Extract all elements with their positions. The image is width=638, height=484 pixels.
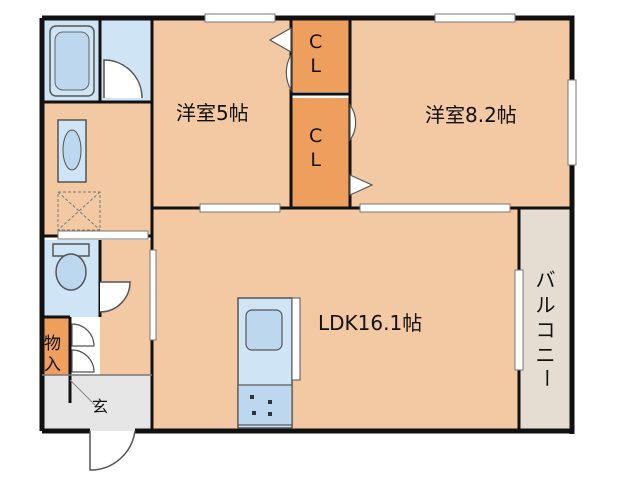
balcony-char-5: ー [534,368,558,388]
closet-lower-char-1: C [309,125,323,147]
stove-burners [250,395,272,416]
balcony-char-3: コ [535,318,556,342]
windows [57,13,577,371]
balcony-char-2: ル [535,293,556,317]
western-room-small-label: 洋室5帖 [176,101,249,125]
western-room-small-area [152,18,291,208]
toilet-door-swing [99,281,131,313]
storage-door-swing [71,323,95,373]
closet-lower-door-swing [349,174,374,196]
cooktop [237,384,293,426]
balcony-char-1: バ [535,268,556,292]
western-room-large-area [350,18,572,208]
ldk-label: LDK16.1帖 [318,311,423,335]
bathroom-door-swing [103,59,143,99]
balcony-char-4: ニ [535,343,556,367]
kitchen-backsplash [291,297,301,381]
closet-lower-label: C L [309,124,322,172]
balcony-area [519,208,572,431]
washing-machine-pan [57,191,101,231]
closet-upper-char-1: C [309,31,323,53]
closet-upper-char-2: L [310,55,321,77]
closet-lower-char-2: L [310,149,321,171]
entrance-label: 玄 [92,397,109,416]
closet-upper-area [291,18,350,92]
closet-upper-label: C L [309,30,322,78]
western-room-large-label: 洋室8.2帖 [425,103,517,127]
entrance-door-swing [89,430,136,471]
storage-char-1: 物 [44,334,61,354]
toilet-bowl [55,253,87,291]
closet-upper-door-swing [268,26,292,54]
entrance-area [42,375,152,431]
balcony-label: バ ル コ ニ ー [533,268,558,388]
storage-char-2: 入 [44,355,61,375]
ldk-area [152,208,519,431]
room-door-swing [285,52,357,142]
closet-lower-area [291,98,350,208]
storage-label: 物 入 [44,334,61,376]
kitchen-sink [245,309,283,351]
